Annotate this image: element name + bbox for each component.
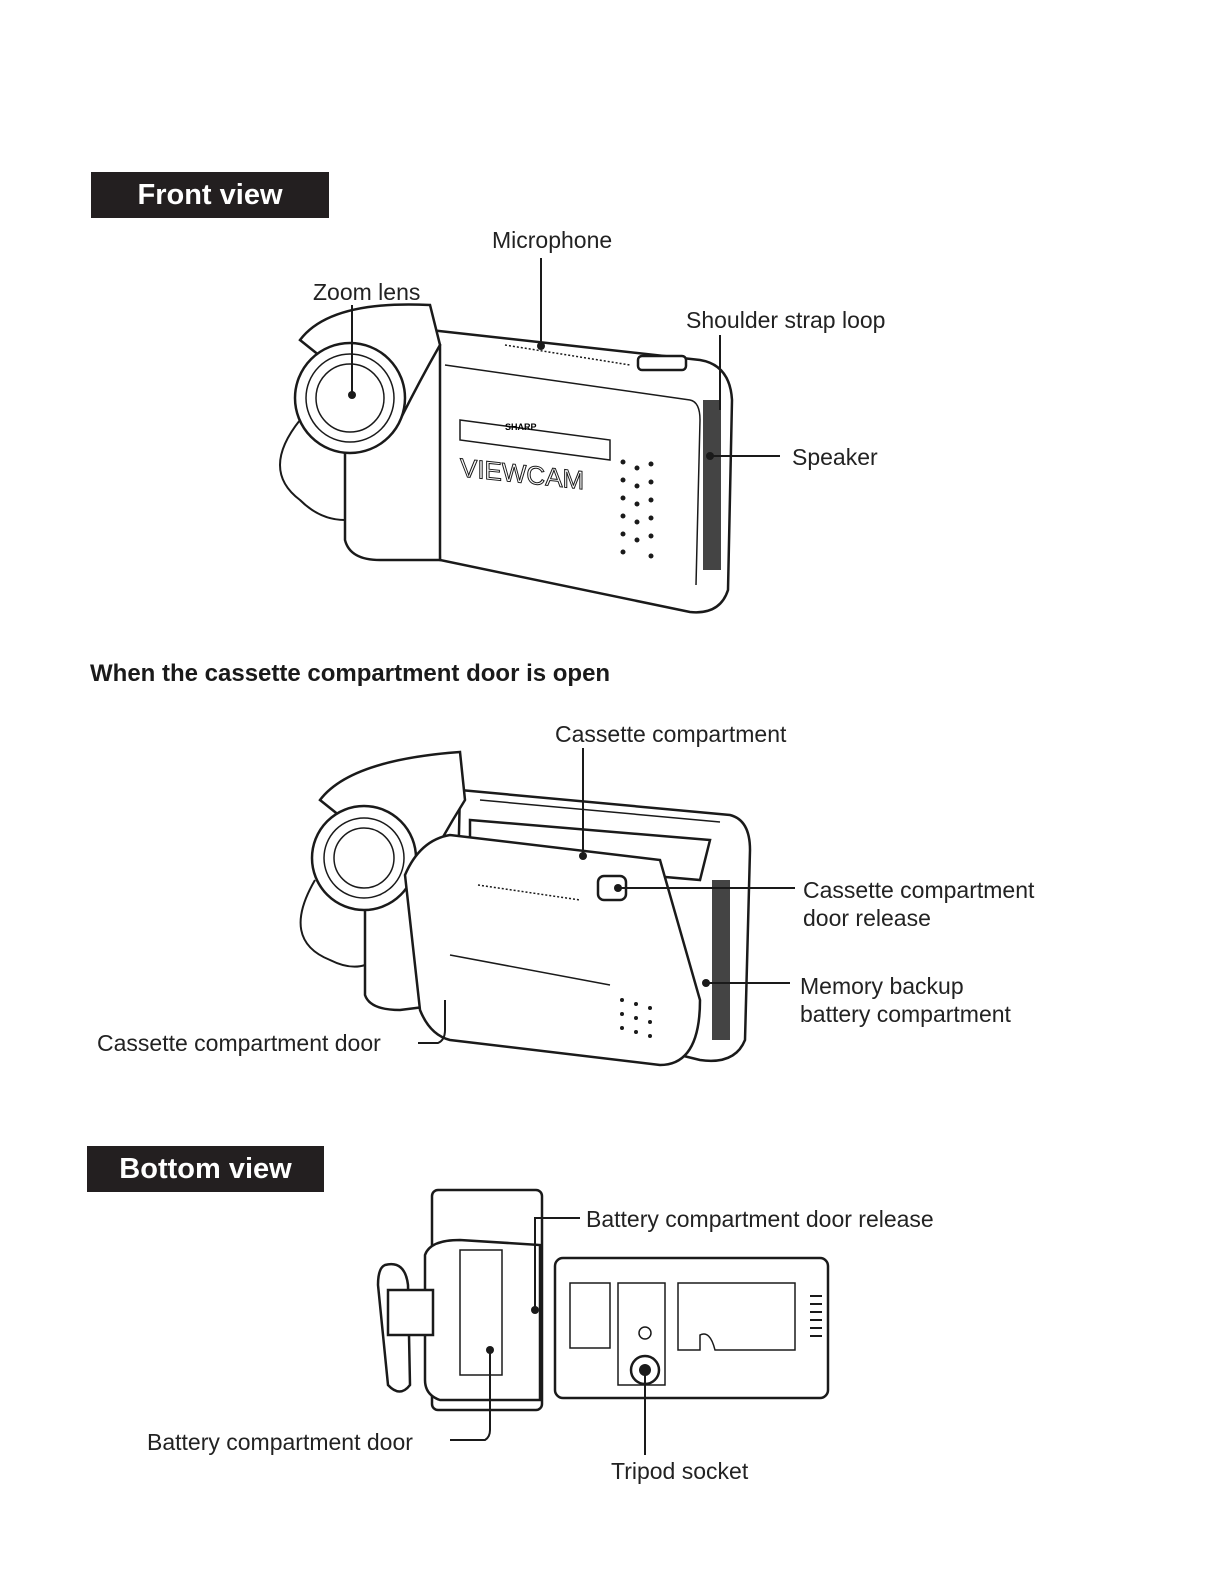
label-battery-door: Battery compartment door [147, 1429, 413, 1455]
label-microphone: Microphone [492, 227, 613, 253]
door-release-line-1: Cassette compartment [803, 877, 1035, 903]
label-tripod-socket: Tripod socket [611, 1458, 749, 1484]
label-door-release: Cassette compartment door release [803, 876, 1034, 932]
battery-door-release-leader [534, 1217, 580, 1310]
label-memory-backup: Memory backup battery compartment [800, 972, 1011, 1028]
camera-bottom-drawing [376, 1188, 830, 1412]
label-cassette-compartment-door: Cassette compartment door [97, 1030, 381, 1056]
battery-door-leader [450, 1350, 491, 1441]
label-battery-door-release: Battery compartment door release [586, 1206, 934, 1232]
compartment-door-leader [418, 1000, 446, 1044]
brand-text: SHARP [505, 422, 537, 432]
cassette-open-heading: When the cassette compartment door is op… [90, 660, 611, 687]
label-speaker: Speaker [792, 444, 878, 470]
label-cassette-compartment: Cassette compartment [555, 721, 787, 747]
label-zoom-lens: Zoom lens [313, 279, 421, 305]
label-shoulder-strap-loop: Shoulder strap loop [686, 307, 886, 333]
bottom-view-heading: Bottom view [87, 1146, 324, 1192]
memory-backup-line-1: Memory backup [800, 973, 964, 999]
memory-backup-line-2: battery compartment [800, 1001, 1011, 1027]
camera-cassette-open-drawing [299, 750, 752, 1067]
front-view-heading: Front view [91, 172, 329, 218]
door-release-line-2: door release [803, 905, 931, 931]
camera-front-drawing: SHARP VIEWCAM [279, 303, 734, 614]
